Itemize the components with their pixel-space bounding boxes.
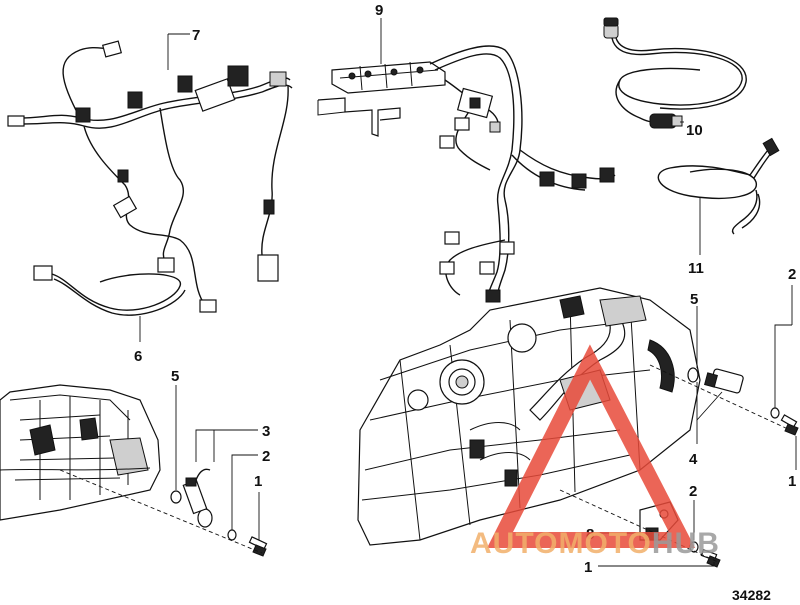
callout-3: 3 [262,423,270,440]
harness-connector [101,40,123,58]
harness-connector [112,195,138,219]
harness-clip [269,71,287,87]
callout-11: 11 [688,260,704,277]
wiring-harness-7 [7,40,293,313]
harness-connector [257,254,279,282]
engine-block-left [0,384,161,521]
sensor-3 [182,468,213,528]
cable-connector [33,265,53,281]
callout-2-left: 2 [262,448,270,465]
callout-9: 9 [375,2,383,19]
harness-connector [199,299,217,313]
washer-2-right [770,407,780,419]
cable-10 [603,17,747,129]
o-ring-5-right [687,367,699,383]
watermark-text: AUTOMOTOHUB [470,527,720,560]
harness-bracket-9 [317,45,616,303]
watermark-logo [486,344,696,548]
harness-clip [127,91,143,109]
engine-block-right [357,287,701,546]
harness-connector [7,115,25,127]
warning-triangle-icon [486,344,696,548]
callout-2-right: 2 [788,266,796,283]
o-ring-5-left [170,490,182,504]
harness-connector [157,257,175,273]
callout-6: 6 [134,348,142,365]
bolt-1-left [248,536,268,557]
callout-10: 10 [686,122,703,139]
callout-1-right: 1 [788,473,796,490]
callout-4: 4 [689,451,698,468]
washer-2-left [227,529,237,541]
cable-6 [33,265,186,316]
callout-5-left: 5 [171,368,179,385]
callout-5-right: 5 [690,291,698,308]
harness-clip [75,107,91,123]
callout-2-center: 2 [689,483,697,500]
harness-clip [263,199,275,215]
harness-clip [117,169,129,183]
callout-1-left: 1 [254,473,262,490]
reference-number: 34282 [732,587,771,603]
bolt-1-center [700,549,721,568]
harness-junction [194,78,236,112]
harness-clip [227,65,249,87]
callout-1-center: 1 [584,559,592,576]
bolt-1-right [780,414,799,436]
sensor-4 [704,368,744,394]
harness-clip [177,75,193,93]
wire-11 [657,137,780,235]
callout-7: 7 [192,27,200,44]
